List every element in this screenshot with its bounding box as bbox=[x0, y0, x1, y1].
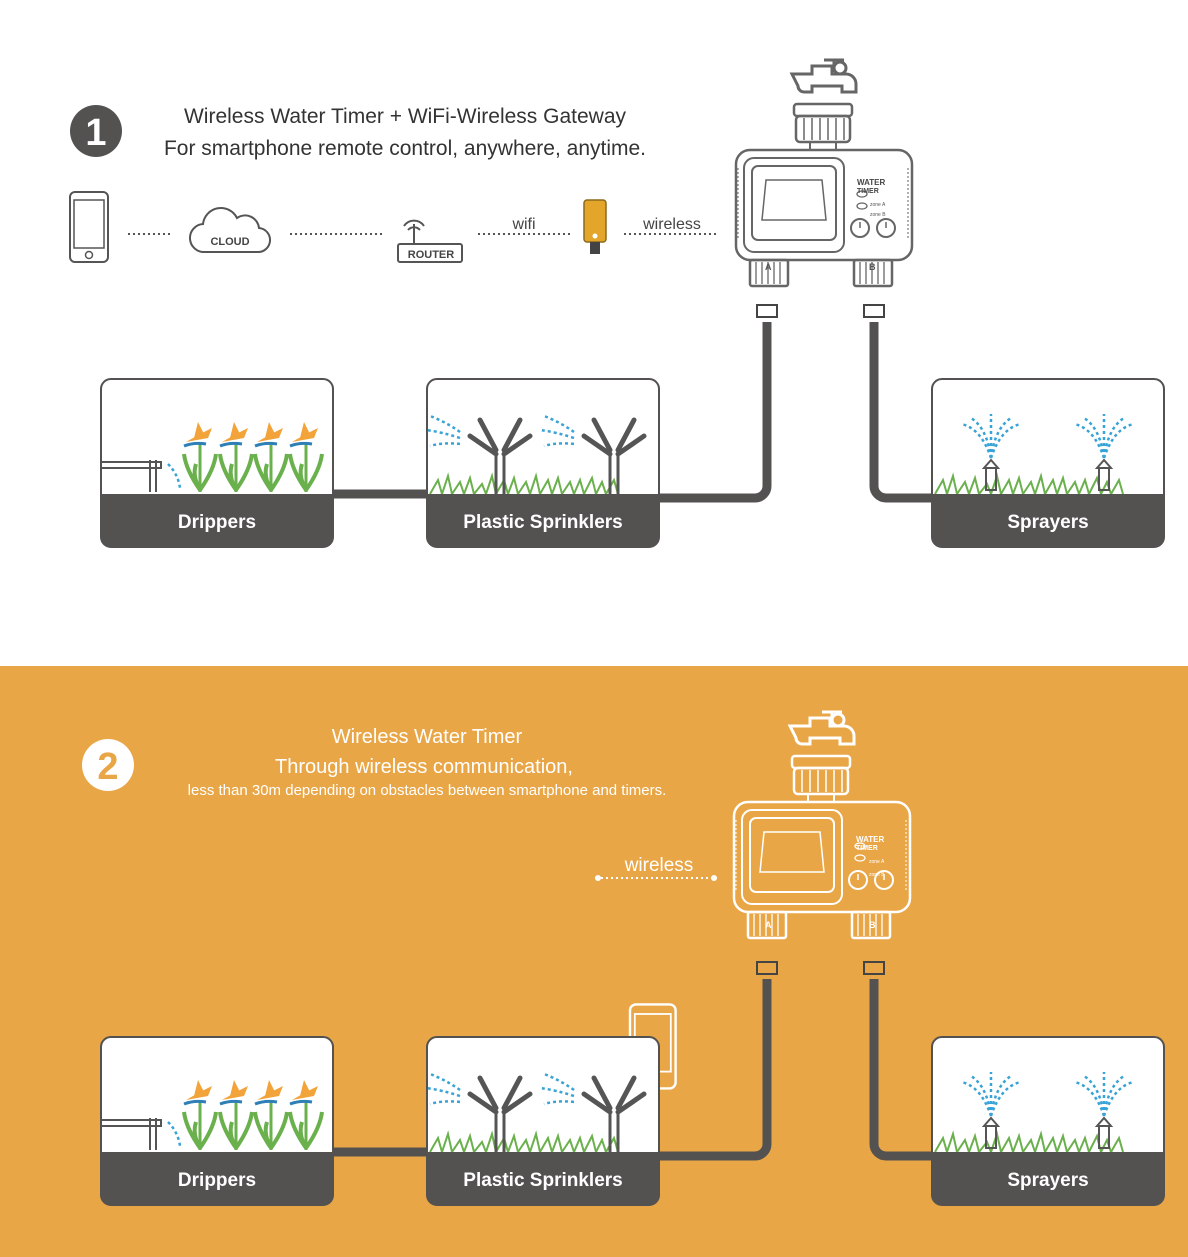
panel-drippers-2-label: Drippers bbox=[178, 1170, 256, 1191]
panel-drippers-label: Drippers bbox=[178, 512, 256, 533]
timer-zone-a: zone A bbox=[870, 202, 886, 208]
cloud-label: CLOUD bbox=[210, 236, 249, 248]
panel-sprinklers-label: Plastic Sprinklers bbox=[463, 512, 622, 533]
panel-sprayers-2-label: Sprayers bbox=[1007, 1170, 1088, 1191]
outlet2-b-label: B bbox=[869, 920, 876, 930]
section-2-subtitle: Through wireless communication, bbox=[275, 756, 573, 778]
panel-sprinklers: Plastic Sprinklers bbox=[426, 378, 660, 548]
badge-1-number: 1 bbox=[85, 112, 106, 154]
smartphone-icon bbox=[69, 191, 109, 263]
badge-2-number: 2 bbox=[97, 746, 118, 788]
router-label: ROUTER bbox=[408, 249, 455, 261]
section-1-title: Wireless Water Timer + WiFi-Wireless Gat… bbox=[184, 105, 627, 128]
timer2-zone-b: zone B bbox=[869, 872, 885, 878]
badge-1 bbox=[70, 105, 122, 157]
timer2-label-timer: TIMER bbox=[856, 845, 878, 852]
gateway-icon bbox=[583, 199, 607, 254]
panel-sprayers-label: Sprayers bbox=[1007, 512, 1088, 533]
panel-sprayers: Sprayers bbox=[931, 378, 1165, 548]
cloud-icon bbox=[188, 207, 271, 254]
timer2-zone-a: zone A bbox=[869, 859, 885, 865]
outlet-b-label: B bbox=[869, 262, 876, 272]
section-2-title: Wireless Water Timer bbox=[332, 726, 523, 748]
outlet2-a-label: A bbox=[765, 920, 772, 930]
section-2-note: less than 30m depending on obstacles bet… bbox=[188, 782, 667, 799]
timer-zone-b: zone B bbox=[870, 212, 886, 218]
router-icon bbox=[397, 219, 463, 263]
timer-label-water: WATER bbox=[857, 178, 886, 187]
section-2: 2 Wireless Water Timer Through wireless … bbox=[82, 710, 1165, 1206]
panel-drippers-2: Drippers bbox=[100, 1036, 334, 1206]
section-1-subtitle: For smartphone remote control, anywhere,… bbox=[164, 137, 646, 160]
timer2-label-water: WATER bbox=[856, 835, 885, 844]
wireless-label-1: wireless bbox=[642, 216, 701, 233]
outlet-a-label: A bbox=[765, 262, 772, 272]
badge-2 bbox=[82, 739, 134, 791]
wireless-label-2: wireless bbox=[624, 855, 694, 876]
panel-sprayers-2: Sprayers bbox=[931, 1036, 1165, 1206]
section-1: 1 Wireless Water Timer + WiFi-Wireless G… bbox=[69, 58, 1165, 548]
wifi-label: wifi bbox=[511, 216, 535, 233]
panel-drippers: Drippers bbox=[100, 378, 334, 548]
water-timer-device bbox=[734, 58, 914, 288]
panel-sprinklers-2-label: Plastic Sprinklers bbox=[463, 1170, 622, 1191]
panel-sprinklers-2: Plastic Sprinklers bbox=[426, 1036, 660, 1206]
timer-label-timer: TIMER bbox=[857, 188, 879, 195]
